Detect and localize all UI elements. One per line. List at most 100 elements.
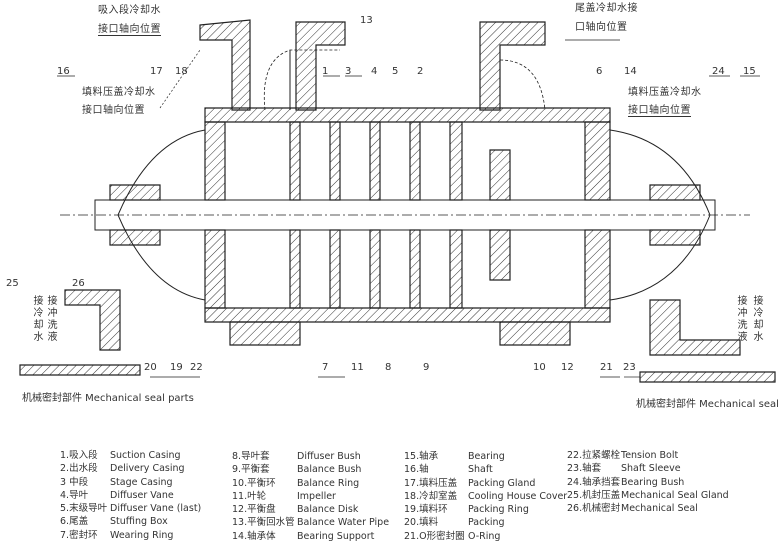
legend-col2-cn: 8.导叶套 9.平衡套 10.平衡环 11.叶轮 12.平衡盘 13.平衡回水管…: [232, 450, 295, 541]
legend-item: Balance Water Pipe: [297, 517, 390, 529]
suction-cooling-note-line1: 吸入段冷却水: [98, 5, 161, 16]
legend-item: Diffuser Bush: [297, 451, 361, 462]
legend-item: Tension Bolt: [621, 450, 679, 461]
legend-item: 1.吸入段: [60, 450, 98, 461]
legend-item: 11.叶轮: [232, 490, 267, 502]
legend-item: 19.填料环: [404, 504, 448, 516]
callout-25: 25: [6, 278, 19, 289]
callout-4: 4: [371, 66, 378, 77]
legend-item: Balance Bush: [297, 464, 362, 476]
legend-item: Mechanical Seal: [621, 503, 698, 515]
legend-item: 26.机械密封: [567, 503, 621, 515]
callout-21: 21: [600, 362, 613, 373]
legend-item: 7.密封环: [60, 529, 98, 541]
callout-3: 3: [345, 66, 352, 77]
seal-parts-right-caption: 机械密封部件 Mechanical seal parts: [636, 399, 783, 410]
legend-item: Delivery Casing: [110, 463, 185, 475]
legend-item: Cooling House Cover: [468, 490, 568, 502]
cooling-water-right-vertical: 接冷却水: [753, 296, 764, 343]
tail-cooling-note-line2: 口轴向位置: [575, 22, 628, 33]
legend-item: Wearing Ring: [110, 529, 174, 541]
legend-item: Balance Disk: [297, 504, 359, 516]
legend-item: 17.填料压盖: [404, 477, 458, 489]
legend-col4-en: Tension Bolt Shaft Sleeve Bearing Bush M…: [621, 449, 729, 515]
legend-item: O-Ring: [468, 530, 501, 541]
legend-item: Stage Casing: [110, 476, 173, 488]
callout-7: 7: [322, 362, 329, 373]
legend-item: 9.平衡套: [232, 464, 270, 476]
callout-5: 5: [392, 66, 399, 77]
legend-item: 15.轴承: [404, 451, 439, 462]
legend-item: Suction Casing: [110, 450, 181, 461]
legend-item: Mechanical Seal Gland: [621, 489, 729, 501]
callout-11: 11: [351, 362, 364, 373]
legend-item: Shaft Sleeve: [621, 463, 681, 475]
legend-item: 23.轴套: [567, 463, 602, 475]
legend-item: 21.O形密封圈: [404, 530, 465, 541]
legend-item: 4.导叶: [60, 489, 89, 501]
legend-item: Packing Ring: [468, 504, 529, 516]
legend-item: 13.平衡回水管: [232, 517, 295, 529]
legend-item: 25.机封压盖: [567, 489, 621, 501]
callout-14: 14: [624, 66, 637, 77]
gland-cooling-left-line2: 接口轴向位置: [82, 105, 145, 116]
callout-9: 9: [423, 362, 430, 373]
callout-15: 15: [743, 66, 756, 77]
legend-col4-cn: 22.拉紧螺栓 23.轴套 24.轴承挡套 25.机封压盖 26.机械密封: [567, 449, 620, 515]
legend-item: 12.平衡盘: [232, 504, 276, 516]
legend-item: 3 中段: [60, 476, 89, 488]
cooling-water-left-vertical: 接冷却水: [33, 296, 44, 343]
callout-10: 10: [533, 362, 546, 373]
legend-col3-en: Bearing Shaft Packing Gland Cooling Hous…: [468, 450, 567, 541]
legend-item: 18.冷却室盖: [404, 490, 458, 502]
legend-item: 16.轴: [404, 464, 429, 476]
legend-item: Diffuser Vane (last): [110, 503, 202, 515]
callout-24: 24: [712, 66, 725, 77]
suction-cooling-note-line2: 接口轴向位置: [98, 24, 161, 36]
callout-17: 17: [150, 66, 163, 77]
outlines: [57, 39, 760, 378]
legend-item: 8.导叶套: [232, 451, 270, 462]
legend-col3-cn: 15.轴承 16.轴 17.填料压盖 18.冷却室盖 19.填料环 20.填料 …: [404, 450, 465, 541]
legend-item: 20.填料: [404, 517, 439, 529]
legend-item: Bearing Bush: [621, 476, 685, 488]
tail-cooling-note-line1: 尾盖冷却水接: [575, 3, 638, 14]
legend-item: Impeller: [297, 490, 336, 502]
legend-item: 5.末级导叶: [60, 503, 108, 515]
gland-cooling-left-line1: 填料压盖冷却水: [82, 87, 156, 98]
callout-8: 8: [385, 362, 392, 373]
callout-20: 20: [144, 362, 157, 373]
legend-col1-en: Suction Casing Delivery Casing Stage Cas…: [110, 449, 201, 541]
legend-item: Shaft: [468, 464, 493, 476]
legend-item: 10.平衡环: [232, 477, 276, 489]
legend-item: Diffuser Vane: [110, 489, 174, 501]
flush-liquid-left-vertical: 接冲洗液: [47, 296, 58, 343]
legend-col2-en: Diffuser Bush Balance Bush Balance Ring …: [297, 450, 389, 541]
legend-item: Bearing Support: [297, 530, 375, 541]
pump-drawing: [19, 19, 776, 383]
callout-12: 12: [561, 362, 574, 373]
legend-item: Balance Ring: [297, 477, 360, 489]
callout-26: 26: [72, 278, 85, 289]
legend-item: 22.拉紧螺栓: [567, 450, 621, 461]
callout-1: 1: [322, 66, 329, 77]
legend-item: Packing Gland: [468, 477, 536, 489]
gland-cooling-right-line1: 填料压盖冷却水: [628, 87, 702, 98]
callout-19: 19: [170, 362, 183, 373]
legend-item: 2.出水段: [60, 463, 98, 475]
legend-item: Packing: [468, 517, 505, 529]
legend-item: 14.轴承体: [232, 530, 276, 541]
legend-item: Stuffing Box: [110, 516, 168, 528]
legend-item: 24.轴承挡套: [567, 476, 621, 488]
callout-18: 18: [175, 66, 188, 77]
gland-cooling-right-line2: 接口轴向位置: [628, 105, 691, 117]
callout-2: 2: [417, 66, 424, 77]
callout-23: 23: [623, 362, 636, 373]
callout-22: 22: [190, 362, 203, 373]
callout-6: 6: [596, 66, 603, 77]
flush-liquid-right-vertical: 接冲洗液: [737, 296, 748, 343]
legend-item: Bearing: [468, 451, 505, 462]
callout-13: 13: [360, 15, 373, 26]
seal-parts-left-caption: 机械密封部件 Mechanical seal parts: [22, 393, 194, 404]
